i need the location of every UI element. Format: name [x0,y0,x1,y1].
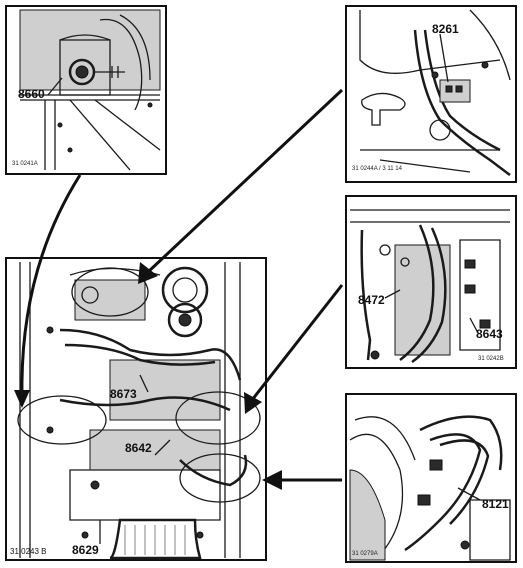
panel-top-right: 8261 31 0244A / 3 11 14 [345,5,517,183]
ref-label-8660: 8660 [18,87,45,101]
figure-code-top-left: 31 0241A [12,161,38,167]
panel-bottom-right: 8121 31 0279A [345,393,517,563]
panel-middle-right: 8472 8643 31 0242B [345,195,517,369]
panel-main: 8673 8642 8629 31 0243 B [5,257,267,561]
ref-label-8642: 8642 [125,441,152,455]
ref-label-8643: 8643 [476,327,503,341]
figure-code-middle-right: 31 0242B [478,356,504,362]
ref-label-8629: 8629 [72,543,99,557]
panel-top-left: 8660 31 0241A [5,5,167,175]
ref-label-8261: 8261 [432,22,459,36]
ref-label-8472: 8472 [358,293,385,307]
figure-code-bottom-right: 31 0279A [352,551,378,557]
callout-arrows [14,88,344,490]
figure-code-main: 31 0243 B [10,547,46,556]
figure-code-top-right: 31 0244A / 3 11 14 [352,166,403,172]
ref-label-8673: 8673 [110,387,137,401]
ref-label-8121: 8121 [482,497,509,511]
